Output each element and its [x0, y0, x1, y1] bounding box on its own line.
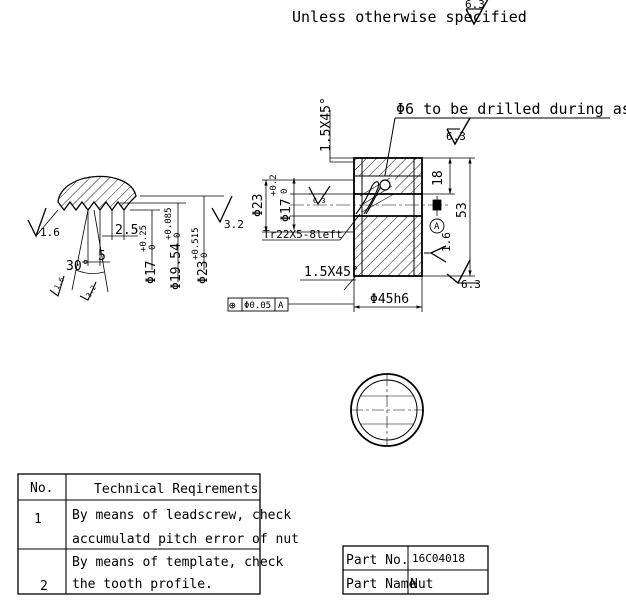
- req-header-title: Technical Reqirements: [94, 482, 258, 497]
- roughness-symbol-profile-right: 3.2: [211, 195, 244, 231]
- req-row1-line1: By means of leadscrew, check: [72, 508, 291, 523]
- profile-d17-tol: +0.25: [139, 225, 149, 252]
- req-row2-line2: the tooth profile.: [72, 577, 213, 592]
- roughness-symbol-top: 6.3: [446, 117, 471, 146]
- roughness-symbol-bottom-right: 6.3: [446, 259, 481, 291]
- chamfer-bottom-label: 1.5X45°: [304, 265, 359, 280]
- roughness-symbol-face: [424, 245, 447, 263]
- pitch-half-label: 2.5: [115, 223, 138, 238]
- profile-d23-tol: +0.515: [191, 227, 201, 260]
- thread-label: Tr22X5-8left: [263, 228, 342, 241]
- title-block: [342, 545, 489, 595]
- d23-label: Φ23: [251, 194, 266, 217]
- profile-roughness-left: 1.6: [40, 226, 60, 239]
- section-dimensions: [262, 110, 475, 312]
- thread-profile-detail: [27, 175, 224, 293]
- general-roughness-value: 6.3: [465, 0, 485, 11]
- req-header-no: No.: [30, 481, 53, 496]
- roughness-top-value: 6.3: [446, 130, 466, 143]
- req-row2-line1: By means of template, check: [72, 555, 283, 570]
- flank-roughness-b: 3.2: [85, 284, 98, 299]
- general-roughness-note: Unless otherwise specified 6.3: [292, 0, 527, 26]
- profile-d19: Φ19.54: [169, 243, 184, 290]
- nut-end-view: [350, 373, 424, 447]
- drill-note: Φ6 to be drilled during assembly: [396, 100, 626, 118]
- feature-control-frame: ⊕ Φ0.05 A: [227, 297, 354, 312]
- face-finish-label: 1.6: [440, 232, 453, 252]
- roughness-symbol-inner: 6.3: [308, 185, 331, 206]
- chamfer-top-label: 1.5X45°: [319, 97, 334, 152]
- note-text: Unless otherwise specified: [292, 8, 527, 26]
- flank-roughness-a: 1.6: [53, 276, 66, 291]
- part-no-value: 16C04018: [412, 552, 465, 565]
- req-row2-no: 2: [40, 579, 48, 594]
- angle-label: 30°: [66, 259, 89, 274]
- profile-d19-tol-low: 0: [173, 233, 183, 238]
- part-name-label: Part Name: [346, 577, 417, 592]
- profile-d23: Φ23: [196, 261, 211, 284]
- req-row1-line2: accumulatd pitch error of nut: [72, 532, 299, 547]
- nut-section-view: [290, 157, 450, 277]
- roughness-symbol-general: 6.3: [465, 0, 489, 26]
- part-name-value: Nut: [410, 577, 433, 592]
- profile-d17-tol-low: 0: [148, 245, 158, 250]
- fcf-datum: A: [278, 301, 284, 311]
- requirements-table: [17, 473, 261, 595]
- tooth-label: 5: [98, 249, 106, 264]
- part-no-label: Part No.: [346, 553, 409, 568]
- roughness-bottom-right-value: 6.3: [461, 278, 481, 291]
- roughness-inner-value: 6.3: [313, 197, 326, 205]
- profile-d17: Φ17: [144, 261, 159, 284]
- profile-d23-tol-low: 0: [200, 253, 210, 258]
- req-row1-no: 1: [34, 512, 42, 527]
- fcf-symbol: ⊕: [229, 299, 236, 312]
- d17-tol-upper: +0.2: [269, 174, 279, 196]
- d17-label: Φ17: [279, 199, 294, 222]
- datum-a-label: A: [434, 222, 440, 232]
- len53-label: 53: [455, 202, 470, 218]
- od-label: Φ45h6: [370, 292, 409, 307]
- fcf-tolerance: Φ0.05: [244, 301, 271, 311]
- profile-roughness-right: 3.2: [224, 218, 244, 231]
- d17-tol-lower: 0: [280, 189, 290, 194]
- profile-d19-tol: +0.085: [164, 207, 174, 240]
- len18-label: 18: [431, 170, 446, 186]
- drill-note-group: Φ6 to be drilled during assembly: [382, 100, 626, 183]
- datum-a-bubble: A: [429, 218, 445, 234]
